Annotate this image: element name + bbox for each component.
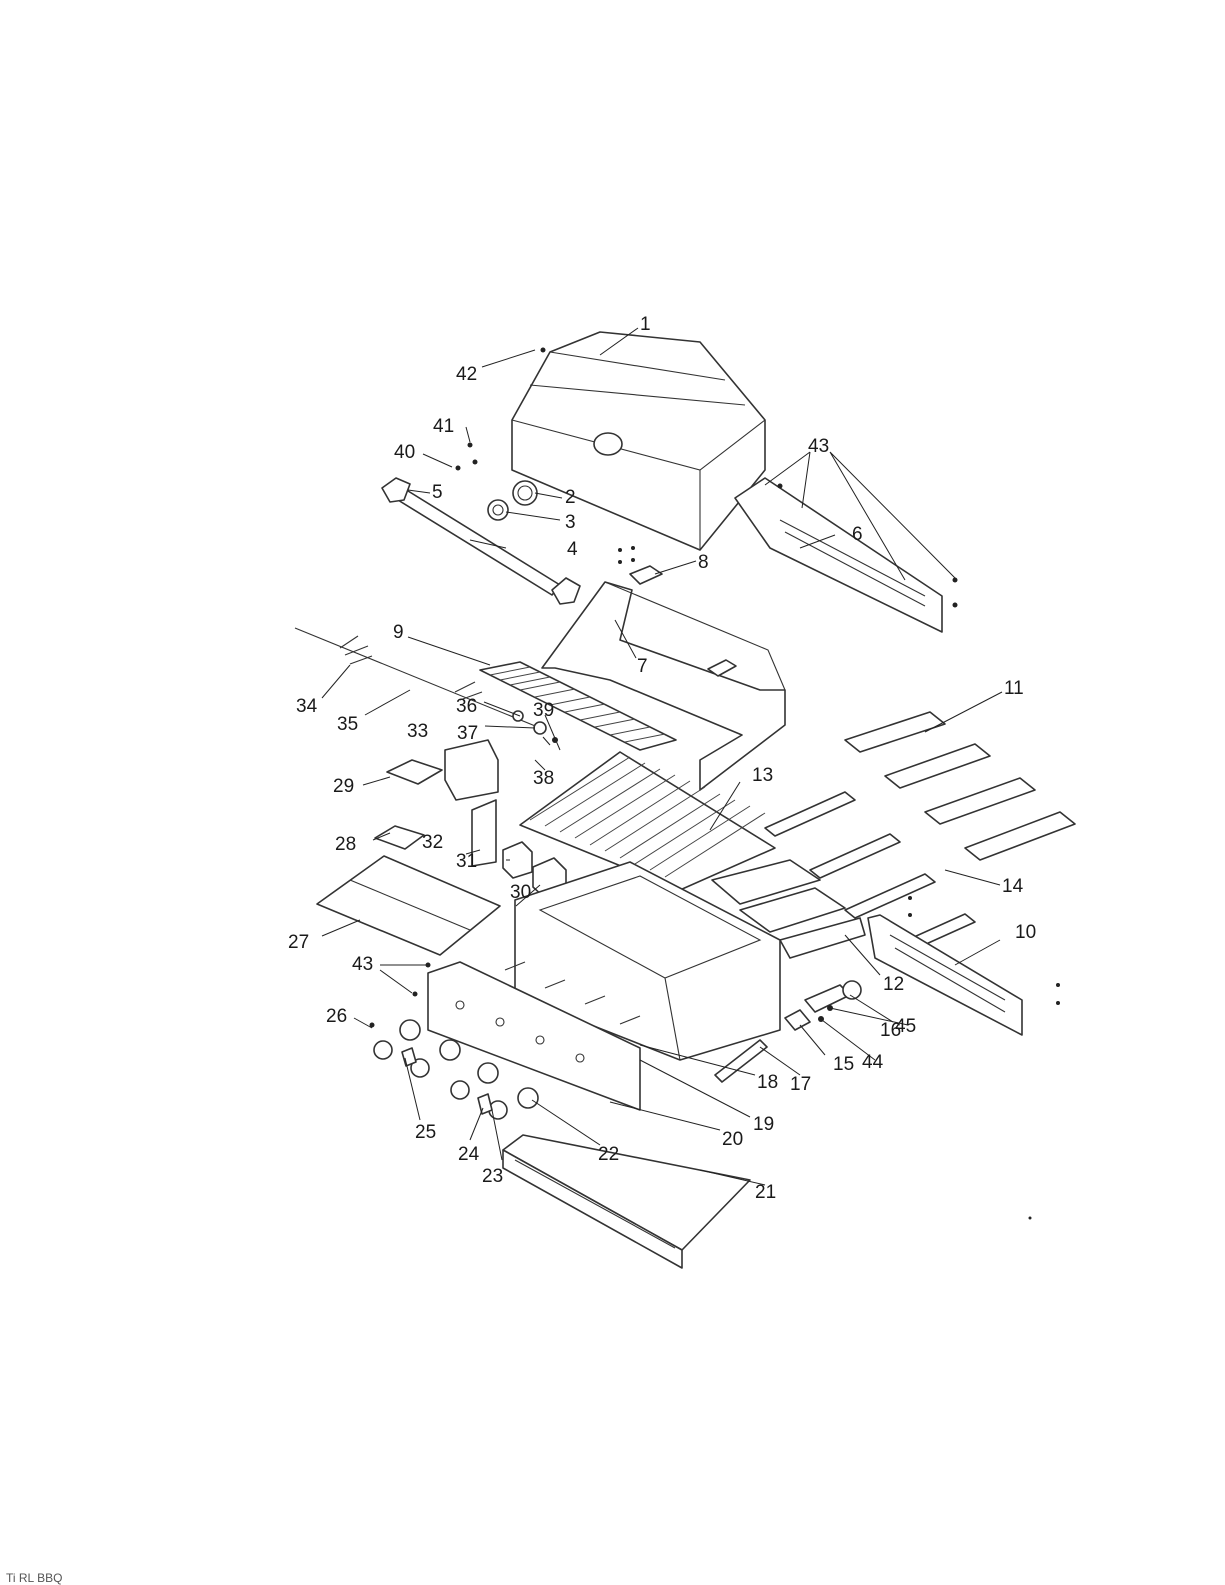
part-label: 30 xyxy=(510,882,531,903)
part-label: 23 xyxy=(482,1166,503,1187)
part-label: 9 xyxy=(393,622,404,643)
part-label: 27 xyxy=(288,932,309,953)
part-label: 35 xyxy=(337,714,358,735)
part-label: 8 xyxy=(698,552,709,573)
part-label: 1 xyxy=(640,314,651,335)
part-label: 21 xyxy=(755,1182,776,1203)
part-label: 18 xyxy=(757,1072,778,1093)
part-label: 10 xyxy=(1015,922,1036,943)
part-label: 14 xyxy=(1002,876,1024,897)
hood-part xyxy=(512,332,765,550)
part-label: 20 xyxy=(722,1129,743,1150)
part-label: 4 xyxy=(567,539,578,560)
part-label: 22 xyxy=(598,1144,619,1165)
part-label: 43 xyxy=(352,954,373,975)
part-label: 44 xyxy=(862,1052,884,1073)
part-label: 42 xyxy=(456,364,477,385)
part-label: 43 xyxy=(808,436,829,457)
part-label: 39 xyxy=(533,700,554,721)
part-label: 2 xyxy=(565,487,576,508)
drip-pan-part xyxy=(375,826,424,849)
part-label: 13 xyxy=(752,765,773,786)
part-label: 26 xyxy=(326,1006,347,1027)
part-label: 7 xyxy=(637,656,648,677)
part-label: 12 xyxy=(883,974,904,995)
part-label: 28 xyxy=(335,834,356,855)
part-label: 40 xyxy=(394,442,415,463)
part-label: 33 xyxy=(407,721,428,742)
part-label: 6 xyxy=(852,524,863,545)
part-label: 32 xyxy=(422,832,443,853)
part-label: 25 xyxy=(415,1122,436,1143)
part-label: 29 xyxy=(333,776,354,797)
thermometer-part xyxy=(488,481,537,520)
hood-support-part xyxy=(542,582,785,790)
part-label: 5 xyxy=(432,482,443,503)
footer-text: Ti RL BBQ xyxy=(6,1571,62,1585)
part-label: 3 xyxy=(565,512,576,533)
side-burner-valve-part xyxy=(785,981,861,1030)
part-label: 37 xyxy=(457,723,478,744)
part-label: 34 xyxy=(296,696,318,717)
part-label: 36 xyxy=(456,696,477,717)
part-label: 11 xyxy=(1004,678,1024,699)
rotisserie-motor-part xyxy=(445,740,498,800)
heat-shield-part xyxy=(845,712,1075,860)
part-label: 45 xyxy=(895,1016,916,1037)
part-label: 19 xyxy=(753,1114,774,1135)
part-label: 31 xyxy=(456,851,477,872)
part-label: 15 xyxy=(833,1054,854,1075)
part-label: 41 xyxy=(433,416,454,437)
part-label: 17 xyxy=(790,1074,811,1095)
part-label: 24 xyxy=(458,1144,480,1165)
part-label: 38 xyxy=(533,768,554,789)
grill-tray-part xyxy=(387,760,442,784)
back-panel-part xyxy=(735,478,942,632)
drip-tray-part xyxy=(503,1135,750,1268)
handle-part xyxy=(382,478,580,604)
